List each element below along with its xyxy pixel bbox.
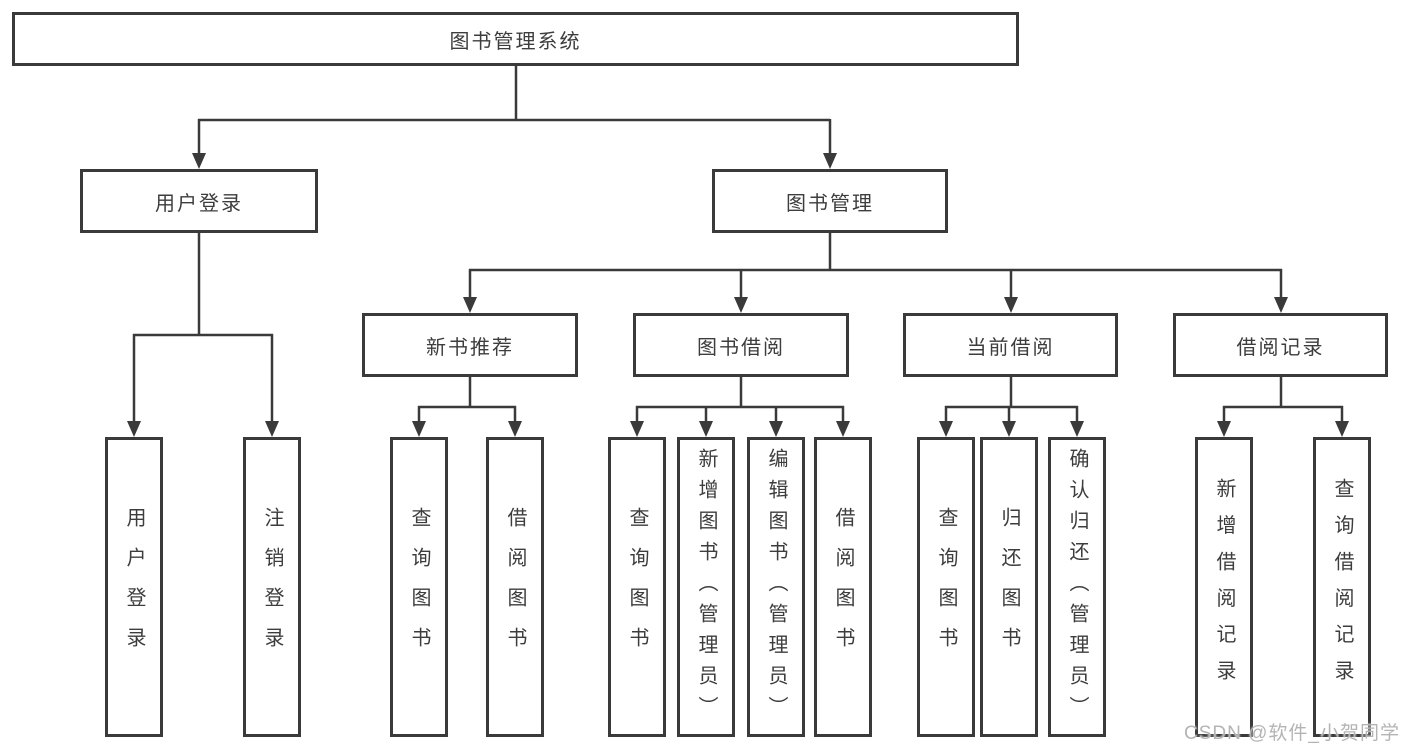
node-leaf-confirm-return-admin: 确认归还（管理员） bbox=[1048, 437, 1106, 737]
node-label: 图书借阅 bbox=[697, 336, 785, 359]
node-book-borrow: 图书借阅 bbox=[633, 313, 849, 377]
node-user-login: 用户登录 bbox=[80, 169, 318, 233]
node-label: 用户登录 bbox=[123, 507, 145, 667]
node-label: 注销登录 bbox=[261, 507, 283, 667]
node-label: 查询借阅记录 bbox=[1331, 477, 1353, 697]
node-new-book-recommend: 新书推荐 bbox=[362, 313, 578, 377]
node-leaf-logout: 注销登录 bbox=[243, 437, 301, 737]
node-leaf-return-books: 归还图书 bbox=[980, 437, 1038, 737]
node-label: 图书管理系统 bbox=[449, 30, 582, 53]
node-label: 新增图书（管理员） bbox=[695, 447, 717, 727]
node-leaf-query-books-2: 查询图书 bbox=[608, 437, 666, 737]
node-leaf-borrow-books-1: 借阅图书 bbox=[486, 437, 544, 737]
node-label: 编辑图书（管理员） bbox=[765, 447, 787, 727]
node-label: 图书管理 bbox=[786, 192, 874, 215]
node-label: 新书推荐 bbox=[426, 336, 514, 359]
csdn-watermark: CSDN @软件_小贺同学 bbox=[1184, 723, 1400, 744]
node-current-borrow: 当前借阅 bbox=[903, 313, 1118, 377]
node-label: 查询图书 bbox=[408, 507, 430, 667]
node-library-management-system: 图书管理系统 bbox=[12, 12, 1019, 66]
node-label: 借阅图书 bbox=[832, 507, 854, 667]
node-label: 归还图书 bbox=[998, 507, 1020, 667]
node-label: 用户登录 bbox=[155, 192, 243, 215]
node-label: 当前借阅 bbox=[966, 336, 1055, 359]
node-leaf-add-borrow-record: 新增借阅记录 bbox=[1195, 437, 1253, 737]
node-leaf-user-login: 用户登录 bbox=[105, 437, 163, 737]
node-leaf-query-books-1: 查询图书 bbox=[390, 437, 448, 737]
node-borrow-records: 借阅记录 bbox=[1173, 313, 1388, 377]
node-leaf-query-borrow-record: 查询借阅记录 bbox=[1313, 437, 1371, 737]
node-label: 查询图书 bbox=[626, 507, 648, 667]
node-label: 确认归还（管理员） bbox=[1066, 447, 1088, 727]
node-book-management: 图书管理 bbox=[712, 169, 948, 233]
node-label: 新增借阅记录 bbox=[1213, 477, 1235, 697]
node-label: 借阅记录 bbox=[1236, 336, 1325, 359]
node-label: 借阅图书 bbox=[504, 507, 526, 667]
node-label: 查询图书 bbox=[935, 507, 957, 667]
node-leaf-add-book-admin: 新增图书（管理员） bbox=[677, 437, 735, 737]
node-leaf-query-books-3: 查询图书 bbox=[917, 437, 975, 737]
node-leaf-edit-book-admin: 编辑图书（管理员） bbox=[747, 437, 805, 737]
node-leaf-borrow-books-2: 借阅图书 bbox=[814, 437, 872, 737]
